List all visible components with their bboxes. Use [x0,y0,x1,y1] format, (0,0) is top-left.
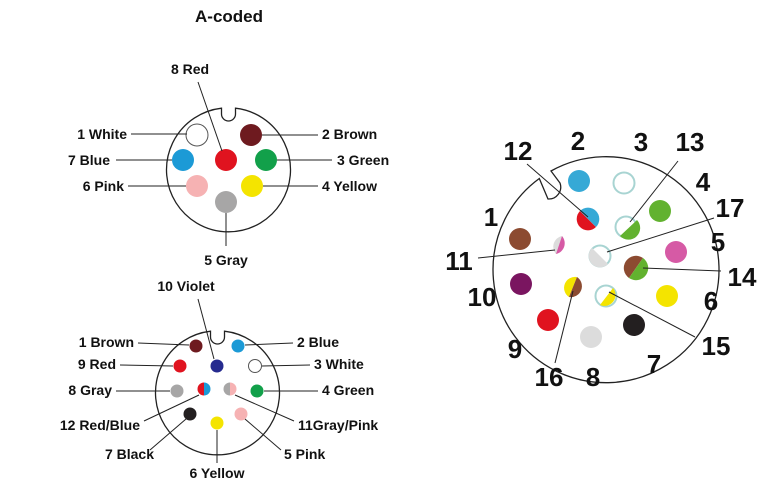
pin-17-8 [580,326,602,348]
label-17-3: 3 [634,127,648,157]
label-12-red-blue: 12 Red/Blue [60,417,140,433]
pin-17-14 [623,255,649,281]
label-17-8: 8 [586,362,600,392]
label-6-yellow: 6 Yellow [190,465,245,481]
label-1-brown: 1 Brown [79,334,134,350]
leader-3-white [261,364,311,367]
pin-17-15 [594,284,618,308]
label-17-15: 15 [702,331,731,361]
leader-8-red [197,81,223,152]
leader-11-gray-pink [234,394,295,422]
label-10-violet: 10 Violet [157,278,215,294]
leader-17-17 [606,217,715,253]
label-17-1: 1 [484,202,498,232]
leader-2-blue [244,342,294,346]
label-7-blue: 7 Blue [68,152,110,168]
label-17-16: 16 [535,362,564,392]
leader-17-12 [526,163,589,218]
label-17-7: 7 [647,349,661,379]
pin-8-1-white [185,123,209,147]
label-7-black: 7 Black [105,446,154,462]
label-2-brown: 2 Brown [322,126,377,142]
pin-12-11-gray-pink [223,382,237,396]
label-17-14: 14 [728,262,757,292]
pin-17-1 [509,228,531,250]
pin-12-9-red [173,359,187,373]
pin-8-3-green [255,149,277,171]
label-17-13: 13 [676,127,705,157]
pin-8-7-blue [172,149,194,171]
leader-17-16 [554,290,574,364]
leader-17-13 [629,160,679,223]
connector-12-pin: 10 Violet 1 Brown 2 Blue 9 Red 3 White 8… [60,278,379,481]
label-17-2: 2 [571,126,585,156]
label-8-gray: 8 Gray [68,382,112,398]
pin-17-11 [553,236,565,254]
pin-12-8-gray [170,384,184,398]
leader-12-red-blue [143,394,200,422]
pin-17-13 [614,215,641,240]
pin-17-7 [623,314,645,336]
pin-12-5-pink [234,407,248,421]
label-8-red: 8 Red [171,61,209,77]
pin-12-7-black [183,407,197,421]
diagram-title: A-coded [195,7,263,26]
label-4-green: 4 Green [322,382,374,398]
label-5-pink: 5 Pink [284,446,325,462]
label-5-gray: 5 Gray [204,252,248,268]
pin-8-4-yellow [241,175,263,197]
connector-12-shell [154,330,281,456]
pin-12-12-red-blue [197,382,211,396]
label-4-yellow: 4 Yellow [322,178,377,194]
label-3-green: 3 Green [337,152,389,168]
leader-7-black [149,418,187,451]
label-17-17: 17 [716,193,745,223]
label-6-pink: 6 Pink [83,178,124,194]
leader-17-11 [477,249,556,259]
label-17-9: 9 [508,334,522,364]
pin-12-1-brown [189,339,203,353]
pin-12-6-yellow [210,416,224,430]
pin-17-6 [656,285,678,307]
pin-17-5 [665,241,687,263]
label-17-5: 5 [711,227,725,257]
leader-17-15 [608,291,696,338]
pin-8-5-gray [215,191,237,213]
pin-17-3 [612,171,636,195]
pin-17-4 [649,200,671,222]
label-17-12: 12 [504,136,533,166]
pin-17-12 [576,207,600,231]
pin-8-6-pink [186,175,208,197]
label-3-white: 3 White [314,356,364,372]
label-17-10: 10 [468,282,497,312]
pin-17-2 [568,170,590,192]
leader-1-brown [137,342,190,346]
pin-8-2-brown [240,124,262,146]
pin-12-10-violet [210,359,224,373]
pin-17-17 [588,244,612,268]
label-9-red: 9 Red [78,356,116,372]
pin-12-2-blue [231,339,245,353]
pin-17-10 [510,273,532,295]
pin-17-9 [537,309,559,331]
label-11-gray-pink: 11Gray/Pink [298,417,378,433]
label-17-11: 11 [445,246,473,276]
leader-17-14 [642,267,722,272]
pin-8-8-red [215,149,237,171]
pin-12-3-white [248,359,262,373]
pin-12-4-green [250,384,264,398]
label-17-4: 4 [696,167,711,197]
connector-8-pin: 8 Red 1 White 2 Brown 7 Blue 3 Green 6 P… [68,61,389,268]
leader-10-violet [197,298,215,360]
label-17-6: 6 [704,286,718,316]
label-2-blue: 2 Blue [297,334,339,350]
leader-5-pink [244,418,282,451]
connector-17-pin: 2 3 13 12 4 17 1 5 11 14 10 6 15 9 7 16 … [445,126,757,392]
leader-9-red [119,364,174,367]
label-1-white: 1 White [77,126,127,142]
